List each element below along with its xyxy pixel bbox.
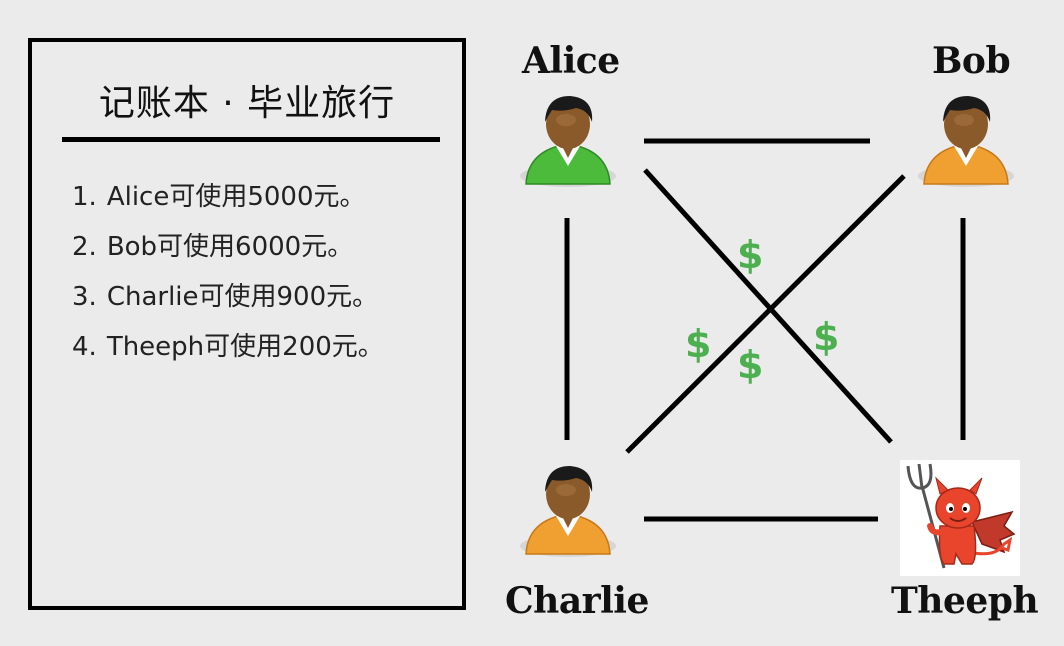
theeph-avatar [900, 460, 1020, 576]
dollar-sign: $ [737, 233, 764, 277]
dollar-sign: $ [813, 315, 840, 359]
ledger-item: 1.Alice可使用5000元。 [72, 182, 366, 212]
node-label-charlie: Charlie [505, 580, 649, 622]
edge-alice-theeph [643, 168, 893, 444]
ledger-item: 3.Charlie可使用900元。 [72, 282, 379, 312]
dollar-sign: $ [685, 322, 712, 366]
charlie-avatar-icon [520, 466, 616, 557]
node-label-alice: Alice [522, 40, 620, 82]
node-label-bob: Bob [932, 40, 1011, 82]
ledger-panel: 记账本 · 毕业旅行 1.Alice可使用5000元。 2.Bob可使用6000… [28, 38, 466, 610]
devil-icon [906, 463, 1016, 569]
ledger-item: 2.Bob可使用6000元。 [72, 232, 354, 262]
bob-avatar-icon [918, 96, 1014, 187]
dollar-sign: $ [737, 343, 764, 387]
alice-avatar-icon [520, 96, 616, 187]
node-label-theeph: Theeph [891, 580, 1039, 622]
ledger-item: 4.Theeph可使用200元。 [72, 332, 384, 362]
ledger-divider [62, 137, 440, 142]
edge-bob-charlie [625, 174, 906, 454]
ledger-title: 记账本 · 毕业旅行 [98, 83, 396, 124]
ledger-list: 1.Alice可使用5000元。 2.Bob可使用6000元。 3.Charli… [72, 172, 384, 372]
